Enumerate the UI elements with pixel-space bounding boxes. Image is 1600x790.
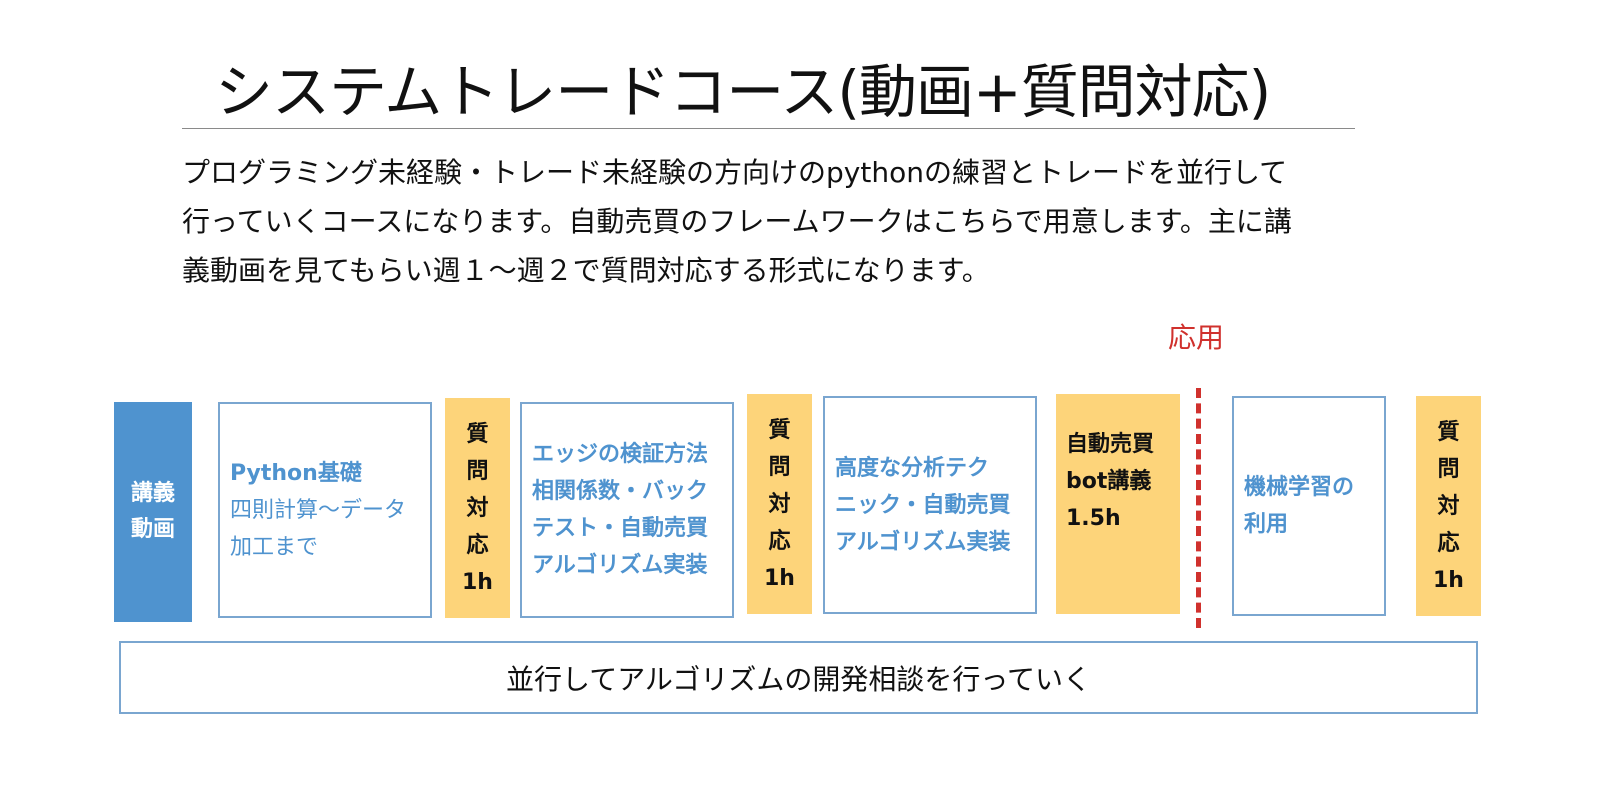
bot-duration: 1.5h (1066, 506, 1121, 531)
topic-machine-learning: 機械学習の 利用 (1232, 396, 1386, 616)
course-description: プログラミング未経験・トレード未経験の方向けのpythonの練習とトレードを並行… (182, 148, 1422, 295)
qa-session-block: 質 問 対 応 1h (1416, 396, 1481, 616)
qa-char: 問 (768, 454, 791, 480)
topic-python-basics: Python基礎 四則計算〜データ 加工まで (218, 402, 432, 618)
qa-char: 対 (466, 495, 489, 521)
qa-duration: 1h (1433, 567, 1464, 593)
lecture-video-block: 講義 動画 (114, 402, 192, 622)
qa-char: 応 (768, 528, 791, 554)
topic-line: 機械学習の (1244, 475, 1355, 500)
qa-char: 質 (1437, 419, 1460, 445)
topic-line: エッジの検証方法 (532, 442, 709, 467)
qa-session-block: 質 問 対 応 1h (747, 394, 812, 614)
topic-line: 利用 (1244, 512, 1289, 537)
topic-line: 四則計算〜データ (230, 497, 407, 523)
topic-line: テスト・自動売買 (532, 516, 709, 541)
page-title: システムトレードコース(動画+質問対応) (215, 58, 1271, 126)
qa-duration: 1h (764, 565, 795, 591)
parallel-consultation-bar: 並行してアルゴリズムの開発相談を行っていく (119, 641, 1478, 714)
qa-char: 質 (466, 421, 489, 447)
advanced-phase-label: 応用 (1168, 321, 1225, 354)
bot-lecture-block: 自動売買 bot講義 1.5h (1056, 394, 1180, 614)
topic-title: Python基礎 (230, 460, 362, 486)
title-underline (182, 128, 1355, 129)
qa-char: 応 (466, 532, 489, 558)
topic-line: アルゴリズム実装 (532, 553, 708, 578)
lecture-label-line: 動画 (130, 517, 175, 542)
description-line: プログラミング未経験・トレード未経験の方向けのpythonの練習とトレードを並行… (182, 156, 1288, 189)
bot-line: 自動売買 (1066, 432, 1155, 457)
bot-line: bot講義 (1066, 469, 1152, 494)
lecture-label-line: 講義 (130, 481, 175, 506)
qa-char: 対 (1437, 493, 1460, 519)
qa-char: 質 (768, 417, 791, 443)
topic-line: ニック・自動売買 (835, 492, 1011, 518)
description-line: 行っていくコースになります。自動売買のフレームワークはこちらで用意します。主に講 (182, 205, 1292, 238)
topic-advanced-analysis: 高度な分析テク ニック・自動売買 アルゴリズム実装 (823, 396, 1037, 614)
qa-char: 問 (1437, 456, 1460, 482)
topic-edge-verification: エッジの検証方法 相関係数・バック テスト・自動売買 アルゴリズム実装 (520, 402, 734, 618)
qa-char: 応 (1437, 530, 1460, 556)
qa-duration: 1h (462, 569, 493, 595)
qa-char: 問 (466, 458, 489, 484)
qa-char: 対 (768, 491, 791, 517)
topic-line: 加工まで (230, 534, 319, 560)
topic-line: 相関係数・バック (532, 479, 709, 504)
topic-line: アルゴリズム実装 (835, 529, 1011, 555)
qa-session-block: 質 問 対 応 1h (445, 398, 510, 618)
topic-line: 高度な分析テク (835, 455, 990, 481)
advanced-phase-divider (1196, 388, 1201, 628)
description-line: 義動画を見てもらい週１〜週２で質問対応する形式になります。 (182, 254, 990, 287)
